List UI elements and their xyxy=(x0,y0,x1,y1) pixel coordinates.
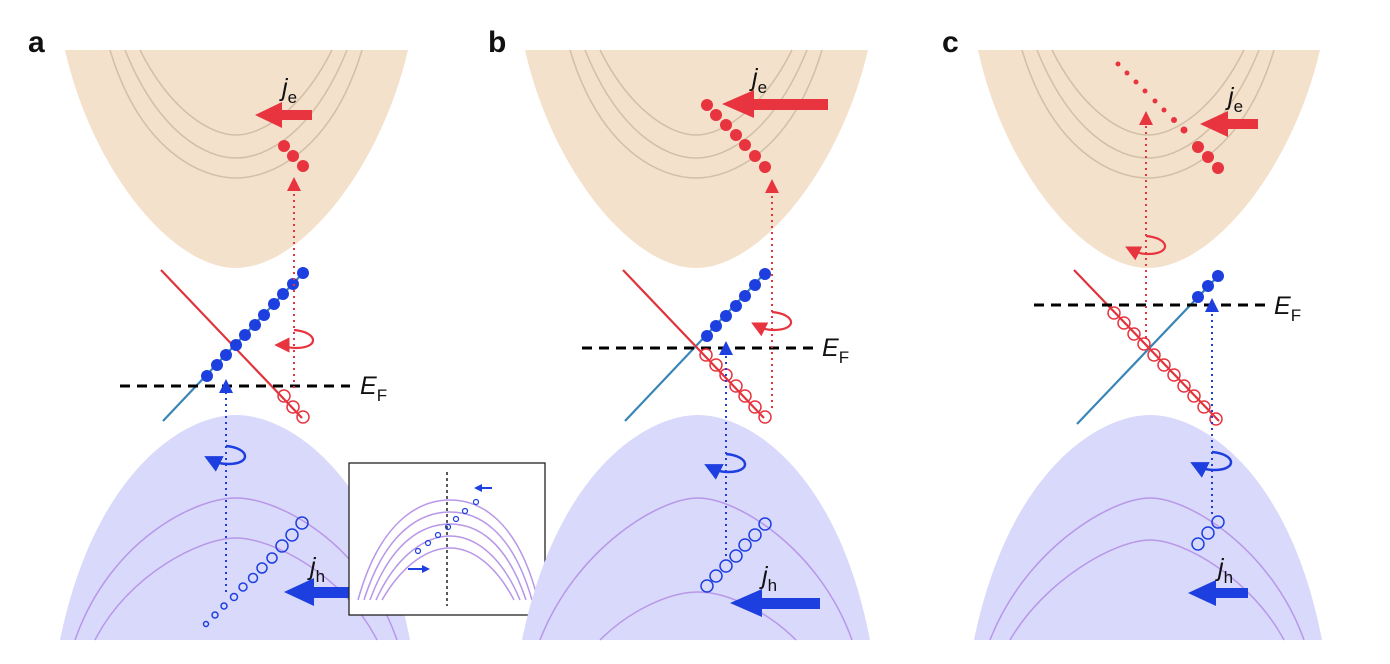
conduction-band xyxy=(65,50,408,268)
conduction-subbands xyxy=(109,49,363,179)
circular-arrow-red xyxy=(1125,234,1167,261)
electron-current-label: je xyxy=(279,74,297,107)
hole-current-arrow xyxy=(730,589,820,617)
inset-subbands xyxy=(357,499,539,601)
empty-states-down xyxy=(699,348,772,424)
filled-states-up xyxy=(1192,270,1224,303)
valence-band xyxy=(522,415,870,640)
electron-current-arrow xyxy=(722,90,828,118)
hole-current-label: jh xyxy=(759,562,777,595)
excited-electrons xyxy=(278,140,309,172)
inset-arrow-left xyxy=(474,484,492,492)
valence-band xyxy=(60,415,410,640)
excited-electrons xyxy=(1192,141,1224,174)
inset-arrow-right xyxy=(408,565,430,573)
electron-current-label: je xyxy=(749,64,767,97)
filled-states-up xyxy=(201,267,309,382)
valence-band xyxy=(974,415,1322,640)
panel-a: a EF xyxy=(28,26,546,641)
excited-electrons-dotted xyxy=(1115,61,1188,134)
conduction-band xyxy=(978,50,1320,268)
electron-current-arrow xyxy=(1200,111,1258,137)
electron-current-arrow xyxy=(255,102,312,128)
circular-arrow-blue xyxy=(204,444,247,472)
fermi-label: EF xyxy=(1274,292,1301,325)
hole-current-label: jh xyxy=(1215,554,1233,587)
holes-valence xyxy=(1191,515,1225,551)
surface-state-down xyxy=(1073,269,1220,422)
circular-arrow-blue xyxy=(1190,450,1233,478)
filled-states-up xyxy=(701,268,771,342)
panel-letter-c: c xyxy=(942,26,959,59)
hole-current-label: jh xyxy=(307,553,325,586)
panel-c: c EF xyxy=(942,26,1322,641)
panel-letter-b: b xyxy=(488,26,506,59)
inset-box xyxy=(348,462,546,616)
circular-arrow-red xyxy=(274,328,315,353)
fermi-label: EF xyxy=(360,372,387,405)
circular-arrow-red xyxy=(751,310,793,337)
holes-valence xyxy=(202,516,309,628)
fermi-label: EF xyxy=(822,334,849,367)
panel-b: b EF xyxy=(488,26,870,641)
empty-states-down xyxy=(1107,306,1223,426)
excited-electrons xyxy=(701,99,771,173)
valence-subbands xyxy=(539,497,853,641)
hole-current-arrow xyxy=(284,578,356,606)
empty-states-down xyxy=(277,389,310,424)
conduction-subbands xyxy=(569,49,823,179)
surface-state-down xyxy=(622,269,765,419)
hole-current-arrow xyxy=(1188,580,1248,606)
panel-letter-a: a xyxy=(28,26,45,59)
conduction-band xyxy=(525,50,868,268)
holes-valence xyxy=(700,517,772,593)
electron-current-label: je xyxy=(1225,83,1243,116)
circular-arrow-blue xyxy=(704,452,747,480)
